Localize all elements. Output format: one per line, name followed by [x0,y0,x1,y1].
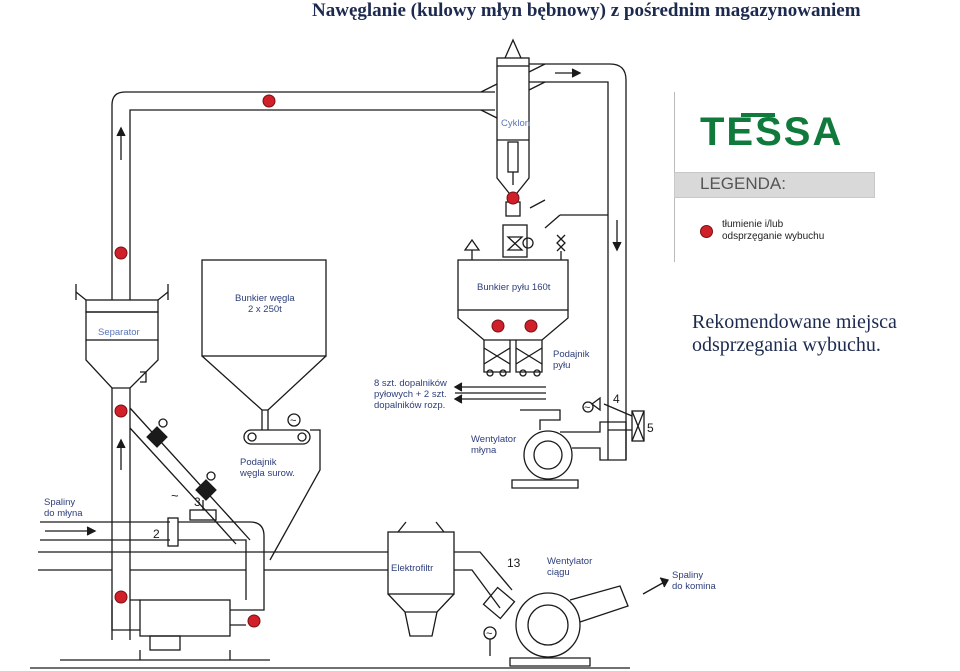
legend-item-line2: odsprzęganie wybuchu [722,231,825,242]
label-elektrofiltr: Elektrofiltr [391,563,433,574]
mill-fan [511,396,645,489]
electrofilter [387,521,513,637]
label-spaliny-mlyna-1: Spaliny [44,497,75,508]
label-number-5: 5 [647,421,654,435]
marker-icon [491,319,505,333]
legend-header-box [674,172,875,198]
flue-gas-ducts [38,438,388,600]
motor-tilde-icon: ~ [171,488,179,503]
return-duct [529,63,627,460]
recommendation-text: Rekomendowane miejsca odsprzegania wybuc… [692,311,897,357]
top-duct [111,91,495,300]
marker-icon [506,191,520,205]
cyclone [480,38,546,200]
separator [75,284,169,640]
label-wentylator-ciagu-1: Wentylator [547,556,592,567]
label-spaliny-mlyna-2: do młyna [44,508,83,519]
legend-item-text: tłumienie i/lub odsprzęganie wybuchu [722,219,862,243]
legend-marker-icon [700,225,713,238]
label-bunkier-pylu: Bunkier pyłu 160t [477,282,551,293]
label-bunkier-wegla-2: 2 x 250t [248,304,282,315]
explosion-markers [114,94,538,628]
marker-icon [524,319,538,333]
marker-icon [247,614,261,628]
label-separator: Separator [98,327,140,338]
label-wentylator-mlyna-2: młyna [471,445,497,456]
label-bunkier-wegla-1: Bunkier węgla [235,293,295,304]
cyclone-valves [502,199,608,260]
label-wentylator-ciagu-2: ciągu [547,567,570,578]
marker-icon [262,94,276,108]
label-podajnik-wegla-1: Podajnik [240,457,277,468]
marker-icon [114,246,128,260]
coal-bunker [201,259,327,561]
recommendation-line2: odsprzegania wybuchu. [692,334,881,356]
marker-icon [114,590,128,604]
coal-chute [129,407,251,545]
label-podajnik-pylu-2: pyłu [553,360,570,371]
label-dopalniki-2: pyłowych + 2 szt. [374,389,447,400]
label-number-3: 3 [194,495,201,509]
page-title: Nawęglanie (kulowy młyn bębnowy) z pośre… [312,0,861,21]
legend-title: LEGENDA: [700,174,786,193]
label-podajnik-pylu-1: Podajnik [553,349,590,360]
label-wentylator-mlyna-1: Wentylator [471,434,516,445]
label-cyklon: Cyklon [501,118,530,129]
label-dopalniki-3: dopalników rozp. [374,400,445,411]
label-number-4: 4 [613,392,620,406]
label-number-13: 13 [507,556,521,570]
recommendation-line1: Rekomendowane miejsca [692,311,897,333]
logo-accent-bar [741,113,775,117]
diagram-labels: Cyklon Separator Bunkier węgla 2 x 250t … [44,118,717,640]
label-dopalniki-1: 8 szt. dopalników [374,378,447,389]
motor-tilde-icon: ~ [584,402,590,414]
motor-tilde-icon: ~ [486,628,492,640]
ball-mill [60,599,270,661]
label-spaliny-komina-2: do komina [672,581,717,592]
dust-bunker [453,238,569,404]
draft-fan [30,577,669,669]
label-number-2: 2 [153,527,160,541]
label-spaliny-komina-1: Spaliny [672,570,703,581]
label-podajnik-wegla-2: węgla surow. [239,468,295,479]
tessa-logo: TESSA [700,110,844,154]
motor-tilde-icon: ~ [290,415,296,427]
marker-icon [114,404,128,418]
legend-item-line1: tłumienie i/lub [722,219,784,230]
